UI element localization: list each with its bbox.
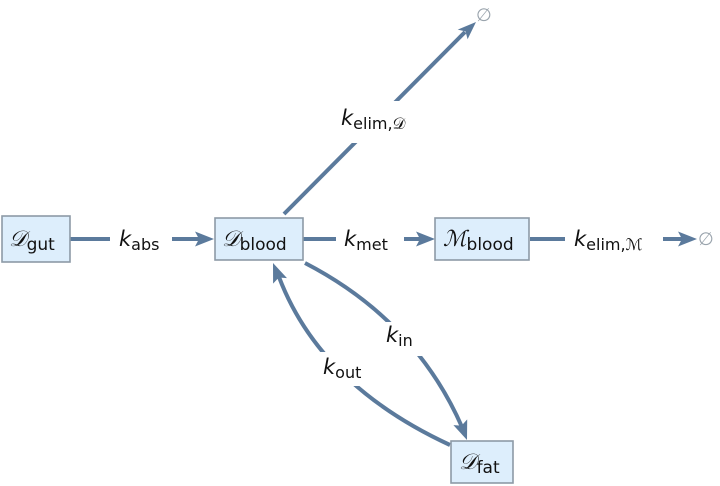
node-symbol: ℳ <box>443 227 470 252</box>
svg-text:kmet: kmet <box>344 227 388 254</box>
rate-symbol: k <box>341 106 354 130</box>
node-subscript: fat <box>477 458 500 478</box>
rate-subscript: met <box>356 235 388 254</box>
svg-text:𝒟blood: 𝒟blood <box>222 227 287 255</box>
rate-symbol: k <box>344 227 357 251</box>
node-subscript: blood <box>467 235 514 255</box>
rate-subscript: out <box>335 363 361 382</box>
node-drug-blood: 𝒟blood <box>214 217 304 261</box>
node-symbol: 𝒟 <box>9 227 31 252</box>
svg-text:𝒟gut: 𝒟gut <box>9 227 55 255</box>
rate-subscript: abs <box>131 235 159 254</box>
node-metabolite-blood: ℳblood <box>434 217 530 261</box>
svg-text:kout: kout <box>323 355 361 382</box>
rate-label-k-elim-metabolite: kelim,ℳ <box>565 224 663 254</box>
svg-text:ℳblood: ℳblood <box>443 227 514 255</box>
svg-text:kelim,ℳ: kelim,ℳ <box>574 227 643 254</box>
node-symbol: 𝒟 <box>222 227 244 252</box>
node-drug-fat: 𝒟fat <box>450 440 514 484</box>
rate-label-k-abs: kabs <box>110 224 172 254</box>
rate-subscript: in <box>398 331 413 350</box>
svg-text:kabs: kabs <box>119 227 159 254</box>
node-drug-gut: 𝒟gut <box>1 215 71 263</box>
rate-subscript: elim,𝒟 <box>353 114 405 133</box>
rate-symbol: k <box>119 227 132 251</box>
sink-right-empty-set: ∅ <box>698 229 714 250</box>
rate-symbol: k <box>574 227 587 251</box>
svg-text:kin: kin <box>386 323 413 350</box>
node-subscript: blood <box>240 235 287 255</box>
node-symbol: 𝒟 <box>459 450 481 475</box>
svg-text:𝒟fat: 𝒟fat <box>459 450 500 478</box>
node-subscript: gut <box>27 235 56 255</box>
rate-label-k-in: kin <box>378 322 424 356</box>
svg-text:kelim,𝒟: kelim,𝒟 <box>341 106 406 133</box>
rate-label-k-out: kout <box>316 352 372 386</box>
rate-label-k-elim-drug: kelim,𝒟 <box>333 101 425 143</box>
rate-label-k-met: kmet <box>336 224 404 254</box>
rate-symbol: k <box>386 323 399 347</box>
rate-symbol: k <box>323 355 336 379</box>
sink-top-empty-set: ∅ <box>476 5 492 26</box>
rate-subscript: elim,ℳ <box>586 235 643 254</box>
